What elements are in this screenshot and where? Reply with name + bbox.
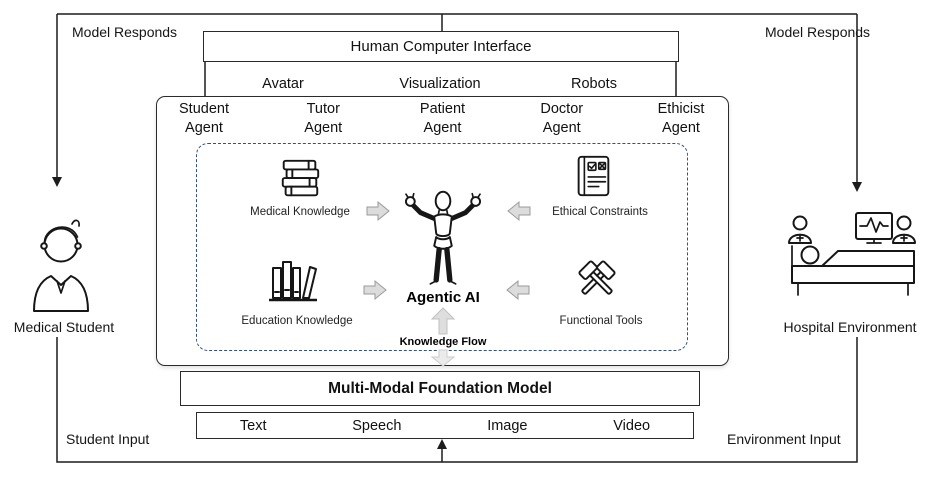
books-stack-icon — [277, 156, 323, 202]
model-responds-right-label: Model Responds — [765, 24, 871, 40]
modalities-box: Text Speech Image Video — [196, 412, 694, 439]
agent-student-label: Student Agent — [179, 101, 229, 136]
medical-student-icon — [28, 215, 94, 313]
agent-tutor-label: Tutor Agent — [304, 101, 343, 136]
ethical-constraints-label: Ethical Constraints — [552, 206, 648, 218]
agent-patient-label: Patient Agent — [419, 101, 466, 136]
hospital-environment-label: Hospital Environment — [783, 319, 917, 335]
medical-student-label: Medical Student — [13, 319, 115, 335]
humanoid-robot-icon — [404, 190, 482, 288]
student-input-label: Student Input — [66, 431, 150, 447]
crossed-hammers-icon — [572, 255, 622, 307]
arrowhead-up-center — [437, 439, 447, 449]
agent-doctor-label: Doctor Agent — [540, 101, 584, 136]
modality-video-label: Video — [613, 417, 651, 434]
journal-check-icon — [570, 152, 616, 200]
arrowhead-down-left — [52, 177, 62, 187]
interface-avatar-label: Avatar — [262, 76, 304, 92]
interface-robots-label: Robots — [571, 76, 617, 92]
foundation-model-title: Multi-Modal Foundation Model — [328, 379, 552, 397]
modality-text-label: Text — [239, 417, 267, 434]
functional-tools-label: Functional Tools — [559, 315, 643, 327]
environment-input-label: Environment Input — [727, 431, 841, 447]
modality-image-label: Image — [487, 417, 528, 434]
education-knowledge-label: Education Knowledge — [241, 315, 353, 327]
hci-box: Human Computer Interface — [203, 31, 679, 62]
bookshelf-icon — [267, 250, 319, 306]
medical-knowledge-label: Medical Knowledge — [250, 206, 350, 218]
knowledge-flow-label: Knowledge Flow — [399, 336, 487, 348]
hci-title: Human Computer Interface — [350, 38, 532, 55]
hospital-bed-icon — [782, 210, 922, 298]
foundation-model-box: Multi-Modal Foundation Model — [180, 371, 700, 406]
model-responds-left-label: Model Responds — [72, 24, 178, 40]
modality-speech-label: Speech — [352, 417, 402, 434]
agents-row: Student Agent Tutor Agent Patient Agent … — [158, 100, 727, 138]
agentic-ai-label: Agentic AI — [406, 289, 480, 306]
interface-visualization-label: Visualization — [399, 76, 481, 92]
agent-ethicist-label: Ethicist Agent — [657, 101, 705, 136]
arrowhead-down-right — [852, 182, 862, 192]
